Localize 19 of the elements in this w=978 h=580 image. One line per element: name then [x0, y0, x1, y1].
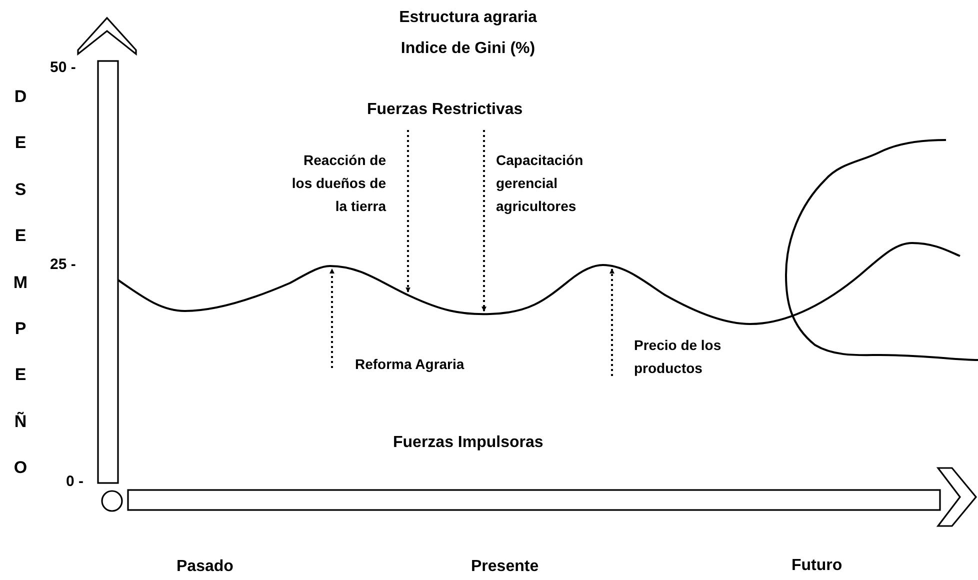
- force-label: Reacción de los dueños de la tierra: [282, 149, 386, 218]
- force-arrow: [406, 130, 410, 292]
- tick-label: 50 -: [50, 59, 76, 76]
- force-label: Precio de los productos: [634, 334, 754, 380]
- section-heading: Fuerzas Restrictivas: [367, 101, 523, 119]
- force-label: Reforma Agraria: [355, 353, 485, 376]
- tick-label: 25 -: [50, 256, 76, 273]
- chart-title: Estructura agraria Indice de Gini (%): [398, 8, 538, 59]
- force-arrow: [610, 268, 614, 376]
- tick-label: 0 -: [66, 473, 84, 490]
- force-arrow: [330, 268, 334, 368]
- performance-curve: [117, 242, 960, 325]
- force-label: Capacitación gerencial agricultores: [496, 149, 596, 218]
- force-arrow: [482, 130, 486, 312]
- axis-title: DESEMPEÑO: [12, 86, 29, 480]
- time-label: Presente: [471, 558, 539, 576]
- time-label: Pasado: [176, 558, 234, 576]
- section-heading: Fuerzas Impulsoras: [393, 434, 544, 452]
- time-label: Futuro: [792, 557, 842, 575]
